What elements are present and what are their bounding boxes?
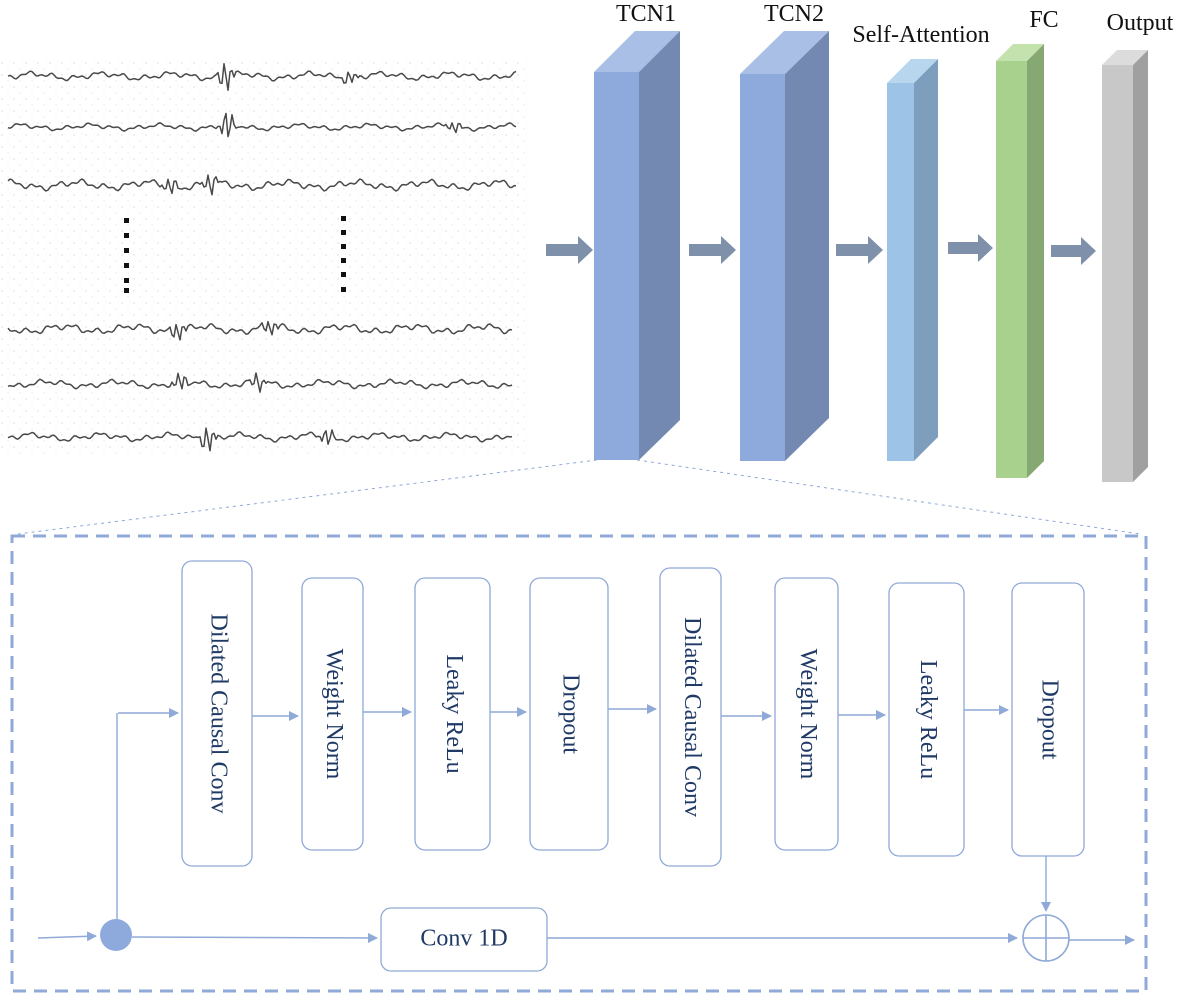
output-layer-side-face [1133, 50, 1148, 482]
fc-layer-front-face [996, 61, 1027, 478]
tcn1-layer-side-face [639, 31, 680, 460]
step-leaky-relu-1: Leaky ReLu [414, 577, 491, 851]
conv-1d-box: Conv 1D [380, 907, 548, 972]
fc-layer [996, 44, 1044, 478]
step-dilated-causal-conv-1-label: Dilated Causal Conv [205, 614, 231, 814]
self-attention-layer-front-face [887, 83, 914, 461]
tcn-step-connectors [118, 704, 1009, 721]
fc-layer-top-face [996, 44, 1044, 61]
step-leaky-relu-2: Leaky ReLu [888, 582, 965, 857]
fc-layer-side-face [1027, 44, 1044, 478]
eeg-signal-trace-4 [7, 320, 513, 341]
eeg-signal-panel [0, 58, 528, 458]
arrow-icon-fc-to-output [1051, 237, 1096, 265]
zoom-guide-right [636, 459, 1141, 535]
eeg-signal-trace-3 [7, 174, 517, 196]
output-layer [1102, 50, 1148, 482]
connector-branch-to-conv-1d [131, 932, 378, 943]
tcn1-layer-front-face [594, 72, 639, 460]
step-dilated-causal-conv-1: Dilated Causal Conv [181, 560, 253, 867]
residual-path: Conv 1D [37, 713, 1135, 972]
eeg-signal-trace-1 [7, 63, 517, 91]
step-dilated-causal-conv-2-label: Dilated Causal Conv [679, 617, 705, 817]
fc-label: FC [1029, 7, 1058, 33]
output-label: Output [1107, 10, 1174, 36]
zoom-guide-left [17, 459, 598, 535]
conv-1d-label: Conv 1D [420, 926, 507, 952]
self-attention-layer [887, 59, 938, 461]
vertical-ellipsis-left [124, 218, 129, 293]
tcn2-label: TCN2 [764, 1, 824, 27]
tcn2-layer-top-face [740, 31, 829, 74]
vertical-ellipsis-right [341, 216, 346, 292]
step-weight-norm-1: Weight Norm [301, 577, 364, 851]
pipeline-arrows [546, 234, 1096, 265]
step-leaky-relu-2-label: Leaky ReLu [915, 660, 941, 779]
tcn1-layer-top-face [594, 31, 680, 72]
eeg-signal-trace-2 [7, 112, 517, 138]
arrow-icon-tcn1-to-tcn2 [689, 236, 736, 264]
step-weight-norm-1-label: Weight Norm [321, 649, 347, 780]
branch-point-icon [100, 919, 132, 951]
step-dilated-causal-conv-2: Dilated Causal Conv [659, 567, 722, 867]
input-line [37, 931, 97, 942]
tcn2-layer-front-face [740, 74, 785, 461]
tcn2-layer-side-face [785, 31, 829, 461]
self-attention-label: Self-Attention [852, 22, 989, 48]
arrow-icon-attention-to-fc [948, 234, 993, 262]
tcn1-layer [594, 31, 680, 460]
arrow-icon-tcn2-to-attention [836, 236, 883, 264]
step-dropout-2: Dropout [1011, 582, 1085, 857]
tcn-block-frame [10, 534, 1148, 993]
tcn2-layer [740, 31, 829, 461]
tcn1-label: TCN1 [616, 1, 676, 27]
self-attention-layer-top-face [887, 59, 938, 83]
eeg-signal-trace-5 [7, 372, 513, 393]
output-layer-top-face [1102, 50, 1148, 65]
sum-node-icon [1022, 914, 1070, 962]
step-leaky-relu-1-label: Leaky ReLu [441, 654, 467, 773]
step-weight-norm-2: Weight Norm [774, 577, 839, 851]
tcn-block-steps: Dilated Causal Conv Weight Norm Leaky Re… [181, 560, 1085, 867]
step-dropout-1: Dropout [529, 577, 609, 851]
step-dropout-1-label: Dropout [557, 674, 583, 754]
output-layer-front-face [1102, 65, 1133, 482]
eeg-signal-trace-6 [7, 427, 513, 452]
arrow-icon-input-to-tcn1 [546, 236, 593, 264]
step-dropout-2-label: Dropout [1036, 680, 1062, 760]
self-attention-layer-side-face [914, 59, 938, 461]
step-weight-norm-2-label: Weight Norm [795, 649, 821, 780]
